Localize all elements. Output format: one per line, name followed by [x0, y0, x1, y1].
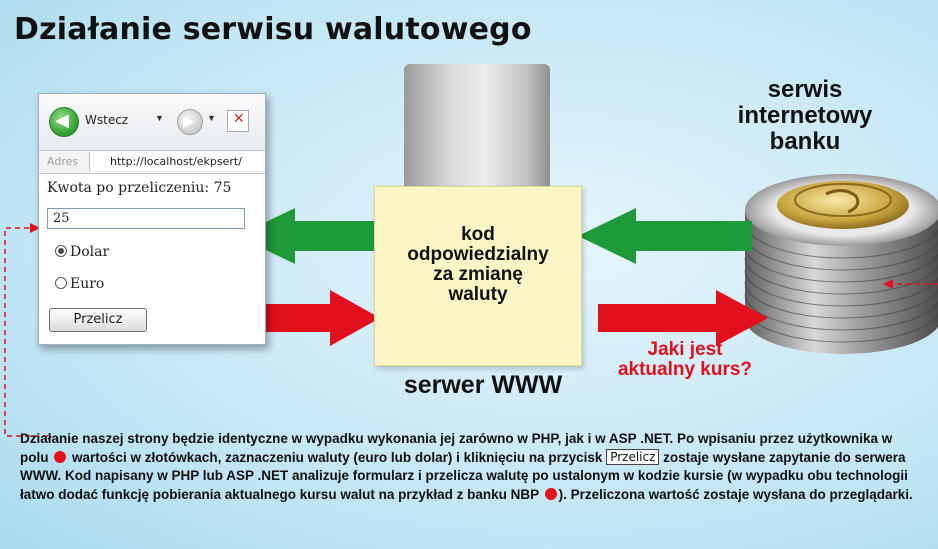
description-paragraph: Działanie naszej strony będzie identyczn… [20, 430, 920, 504]
green-arrow-bank-icon [578, 208, 752, 264]
red-pin-icon [544, 487, 557, 500]
chevron-down-icon[interactable]: ▼ [207, 113, 216, 123]
back-button-label: Wstecz [85, 113, 129, 127]
connector-bank-arrowhead-icon [883, 279, 893, 289]
browser-toolbar: ◀ Wstecz ▼ ▶ ▼ ✕ [39, 94, 265, 151]
radio-euro[interactable]: Euro [55, 276, 104, 292]
description-part: zostaje wysłane zapytanie do serwera WWW… [20, 449, 908, 502]
bank-label-line: banku [769, 128, 841, 155]
address-input[interactable]: http://localhost/ekpsert/ [89, 152, 265, 171]
red-arrow-bank-icon [598, 290, 768, 346]
bank-label: serwis internetowy banku [730, 77, 880, 155]
address-bar: Adres http://localhost/ekpsert/ [39, 151, 265, 174]
amount-value: 25 [53, 211, 70, 226]
forward-button[interactable]: ▶ [177, 109, 203, 135]
chevron-down-icon[interactable]: ▼ [155, 113, 164, 123]
question-line: aktualny kurs? [617, 359, 753, 380]
coin-stack-icon [744, 174, 938, 354]
code-box-text: kod odpowiedzialny za zmianę waluty [375, 225, 581, 305]
server-label: serwer WWW [403, 371, 563, 399]
bank-label-line: internetowy [737, 102, 873, 129]
description-part: ). Przeliczona wartość zostaje wysłana d… [558, 486, 913, 502]
back-button[interactable]: ◀ [49, 107, 79, 137]
question-line: Jaki jest [647, 339, 723, 360]
radio-euro-label: Euro [70, 276, 105, 292]
close-icon: ✕ [233, 111, 245, 127]
red-dot-icon [54, 450, 67, 463]
code-line: odpowiedzialny [407, 244, 549, 265]
inline-convert-button: Przelicz [606, 448, 660, 465]
description-part: wartości w złotówkach, zaznaczeniu walut… [72, 449, 603, 465]
radio-unchecked-icon [55, 277, 67, 289]
diagram-title: Działanie serwisu walutowego [14, 12, 532, 47]
amount-input[interactable]: 25 [47, 208, 245, 229]
connector-arrowhead-icon [30, 223, 40, 233]
browser-window: ◀ Wstecz ▼ ▶ ▼ ✕ Adres http://localhost/… [38, 93, 266, 345]
green-arrow-left-icon [237, 208, 374, 264]
back-arrow-icon: ◀ [55, 110, 69, 131]
convert-button[interactable]: Przelicz [49, 308, 147, 332]
dashed-connector [4, 227, 48, 437]
code-box: kod odpowiedzialny za zmianę waluty [374, 186, 582, 366]
code-line: waluty [448, 284, 508, 305]
description-part: Działanie naszej strony będzie identyczn… [20, 431, 893, 465]
stop-button[interactable]: ✕ [227, 110, 249, 132]
radio-dollar-label: Dolar [70, 244, 110, 260]
code-line: za zmianę [433, 264, 523, 285]
radio-checked-icon [55, 245, 67, 257]
result-text: Kwota po przeliczeniu: 75 [47, 180, 232, 196]
code-line: kod [461, 224, 495, 245]
forward-arrow-icon: ▶ [183, 112, 195, 130]
address-label: Adres [47, 155, 79, 168]
radio-dollar[interactable]: Dolar [55, 244, 109, 260]
address-value: http://localhost/ekpsert/ [110, 155, 242, 168]
rate-question: Jaki jest aktualny kurs? [596, 340, 774, 380]
bank-label-line: serwis [767, 76, 843, 103]
